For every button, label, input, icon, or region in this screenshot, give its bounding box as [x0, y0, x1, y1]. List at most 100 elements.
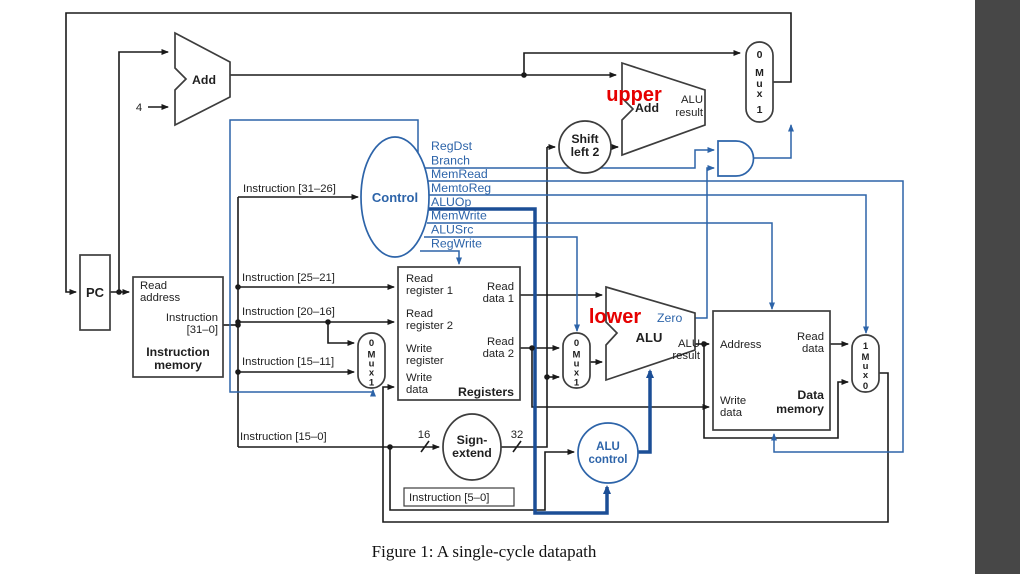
alusrc-wire: [424, 236, 580, 332]
reg-wd-l1: Write: [406, 372, 432, 384]
im-read-address-l2: address: [140, 292, 181, 304]
dm-title-l2: memory: [776, 402, 824, 416]
memtoreg-mux-x: x: [863, 370, 869, 381]
pc-increment-4: 4: [136, 102, 142, 114]
reg-rd2-l2: data 2: [483, 348, 514, 360]
reg-rd1-l1: Read: [487, 281, 514, 293]
reg-rd1-l2: data 1: [483, 293, 514, 305]
right-dark-bar: [975, 0, 1020, 574]
alu-label: ALU: [636, 330, 663, 345]
alu-control-unit: [577, 422, 639, 484]
sign-extend-unit: [442, 413, 502, 481]
reg-rr2-l1: Read: [406, 308, 433, 320]
alusrc-mux-0: 0: [574, 338, 579, 349]
pc-add-unit: [174, 31, 231, 127]
branch-wire: [424, 147, 715, 169]
alu-control-l2: control: [589, 454, 628, 466]
and-to-mux-wire: [753, 124, 794, 159]
im-read-address-l1: Read: [140, 280, 167, 292]
memtoreg-wire: [428, 194, 869, 334]
branch-add-unit: [621, 61, 706, 157]
wire-junction-dots: [116, 72, 707, 450]
instruction-memory-box: [132, 276, 224, 378]
aluop-wire: [428, 207, 611, 515]
instr-5-0-label-box: [403, 487, 515, 507]
registers-box: [397, 266, 521, 401]
lower-annotation: lower: [589, 306, 641, 328]
signal-regdst: RegDst: [431, 139, 473, 153]
shift-left-2-unit: [558, 120, 612, 174]
pcsrc-mux: [745, 41, 774, 123]
figure-caption: Figure 1: A single-cycle datapath: [372, 542, 597, 561]
data-memory-box: [712, 310, 831, 431]
pcsrc-mux-0: 0: [757, 49, 763, 61]
regwrite-wire: [420, 250, 462, 265]
labels-layer: PC Add 4 Read address Instruction [31–0]…: [86, 49, 870, 561]
regdst-mux-m: M: [368, 350, 376, 361]
control-unit-oval: [360, 136, 430, 258]
pcsrc-mux-1: 1: [757, 104, 763, 116]
alusrc-mux: [562, 332, 591, 389]
bit-width-slash-32: [512, 440, 522, 453]
registers-title: Registers: [458, 385, 514, 399]
sign-extend-l1: Sign-: [457, 433, 488, 447]
alusrc-mux-1: 1: [574, 378, 580, 389]
alu-operation-wire: [637, 369, 654, 454]
reg-rd2-l1: Read: [487, 336, 514, 348]
bit-width-slash-16: [420, 440, 430, 453]
regdst-mux-1: 1: [369, 378, 375, 389]
reg-rr1-l2: register 1: [406, 285, 453, 297]
reg-rr2-l2: register 2: [406, 320, 453, 332]
dm-read-data-l1: Read: [797, 331, 824, 343]
memtoreg-mux-m: M: [862, 352, 870, 363]
dm-read-data-l2: data: [802, 343, 825, 355]
im-title-l1: Instruction: [146, 345, 210, 359]
regdst-mux-0: 0: [369, 338, 374, 349]
pc-label: PC: [86, 285, 105, 300]
regdst-mux: [357, 332, 386, 389]
signal-alusrc: ALUSrc: [431, 223, 473, 237]
zero-wire: [695, 165, 715, 319]
regdst-mux-u: u: [369, 359, 375, 370]
instr-20-16-label: Instruction [20–16]: [242, 306, 335, 318]
im-title-l2: memory: [154, 358, 202, 372]
alusrc-mux-m: M: [573, 350, 581, 361]
alu-result-l2: result: [672, 350, 700, 362]
memtoreg-mux-u: u: [863, 361, 869, 372]
branch-add-label: Add: [635, 101, 659, 115]
pc-add-label: Add: [192, 73, 216, 87]
alusrc-mux-u: u: [574, 359, 580, 370]
regdst-mux-x: x: [369, 368, 375, 379]
signal-memtoreg: MemtoReg: [431, 181, 491, 195]
alu-control-l1: ALU: [596, 441, 620, 453]
im-instruction-l1: Instruction: [166, 312, 218, 324]
dm-write-data-l2: data: [720, 407, 743, 419]
pcsrc-mux-x: x: [757, 88, 763, 100]
sign-extend-l2: extend: [452, 446, 492, 460]
alu-result-l1: ALU: [678, 338, 700, 350]
pc-box: [79, 254, 111, 331]
shift-left2-l2: left 2: [571, 145, 600, 159]
signal-aluop: ALUOp: [431, 195, 471, 209]
dm-title-l1: Data: [797, 388, 824, 402]
and-gate: [717, 140, 755, 177]
shift-left2-l1: Shift: [571, 132, 598, 146]
signal-memwrite: MemWrite: [431, 209, 487, 223]
memtoreg-mux-0: 0: [863, 381, 868, 392]
control-wires-blue: [229, 119, 904, 515]
alusrc-mux-x: x: [574, 368, 580, 379]
reg-wr-l2: register: [406, 355, 444, 367]
memread-wire: [427, 180, 904, 453]
instr-25-21-label: Instruction [25–21]: [242, 272, 335, 284]
reg-wd-l2: data: [406, 384, 429, 396]
main-alu-unit: [605, 285, 696, 382]
branch-add-result-l1: ALU: [681, 94, 703, 106]
instr-15-0-label: Instruction [15–0]: [240, 431, 327, 443]
im-instruction-l2: [31–0]: [187, 324, 218, 336]
bit-width-16: 16: [418, 429, 431, 441]
alu-zero-label: Zero: [657, 311, 682, 325]
datapath-wires-black: [65, 12, 889, 523]
bit-width-32: 32: [511, 429, 524, 441]
